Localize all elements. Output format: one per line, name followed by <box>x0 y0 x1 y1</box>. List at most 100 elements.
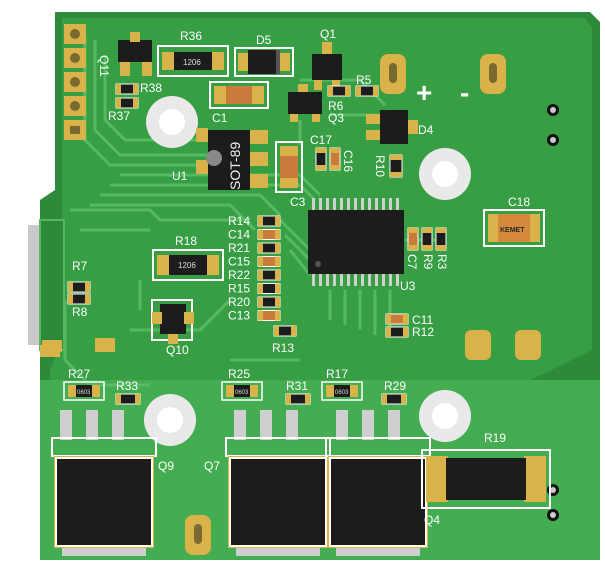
q9-mosfet <box>51 410 157 556</box>
pad <box>275 243 280 253</box>
label-c18: C18 <box>508 195 530 209</box>
label-r5: R5 <box>356 73 372 87</box>
pad <box>275 216 280 226</box>
u3-pin <box>326 274 329 286</box>
plus-symbol: + <box>416 77 432 108</box>
label-r7: R7 <box>72 259 88 273</box>
u3-pin <box>326 198 329 210</box>
silkscreen-labels: Q11 R36 D5 Q1 R38 R37 C1 R5 R6 Q3 D4 C17… <box>68 27 530 527</box>
u3-pin <box>368 274 371 286</box>
label-r33: R33 <box>116 379 138 393</box>
u3-pin <box>396 274 399 286</box>
r36-resistor <box>157 45 229 77</box>
u3-pin <box>361 274 364 286</box>
d4-diode <box>366 110 418 144</box>
r17-marking: 0603 <box>335 390 349 396</box>
label-r18: R18 <box>175 234 197 248</box>
label-q3: Q3 <box>328 111 344 125</box>
u3-pin <box>312 198 315 210</box>
c11-capacitor <box>385 313 409 325</box>
label-q9: Q9 <box>158 459 174 473</box>
c7-capacitor <box>407 227 419 251</box>
pad <box>275 297 280 307</box>
u3-pin <box>389 274 392 286</box>
r18-marking: 1206 <box>178 261 196 270</box>
u3-pin <box>319 198 322 210</box>
label-r13: R13 <box>272 341 294 355</box>
r31-resistor <box>285 393 311 405</box>
q3-transistor <box>288 84 322 122</box>
label-c11: C11 <box>412 313 433 327</box>
power-terminals <box>185 54 541 555</box>
label-q10: Q10 <box>166 343 189 357</box>
label-r9: R9 <box>421 254 435 270</box>
r5-resistor <box>355 85 379 97</box>
label-u1: U1 <box>172 169 188 183</box>
r10-resistor <box>389 154 403 178</box>
d5-diode <box>234 47 294 77</box>
pad <box>258 283 263 294</box>
r6-resistor <box>327 85 351 97</box>
r33-resistor <box>115 393 141 405</box>
u3-pin <box>382 198 385 210</box>
u3-pin <box>354 198 357 210</box>
label-r10: R10 <box>373 155 387 177</box>
r36-marking: 1206 <box>183 58 201 67</box>
label-r37: R37 <box>108 109 130 123</box>
minus-symbol: - <box>460 77 469 108</box>
label-r22: R22 <box>228 268 250 282</box>
label-d4: D4 <box>418 123 434 137</box>
u3-pin <box>347 274 350 286</box>
u3-pin <box>340 274 343 286</box>
r8-resistor <box>67 293 91 305</box>
label-r20: R20 <box>228 295 250 309</box>
u3-pin <box>354 274 357 286</box>
resistor-stack <box>257 215 281 321</box>
label-u3: U3 <box>400 279 416 293</box>
r12-resistor <box>385 326 409 338</box>
q7-mosfet <box>225 410 331 556</box>
q1-transistor <box>312 42 342 90</box>
pad <box>275 229 280 240</box>
q11-transistor <box>118 32 152 76</box>
c17-capacitor <box>315 147 327 171</box>
u3-pin <box>312 274 315 286</box>
c18-marking: KEMET <box>500 227 525 234</box>
pad <box>275 283 280 294</box>
mounting-holes <box>144 96 471 446</box>
label-r12: R12 <box>412 325 434 339</box>
u3-pin <box>375 198 378 210</box>
u3-pin <box>347 198 350 210</box>
label-q11: Q11 <box>97 55 111 77</box>
c1-capacitor <box>209 81 269 109</box>
u1-marking: SOT-89 <box>227 142 243 190</box>
r9-resistor <box>421 227 433 251</box>
label-r6: R6 <box>328 99 344 113</box>
c16-capacitor <box>329 147 341 171</box>
u1-regulator <box>196 128 268 190</box>
u3-pin <box>333 198 336 210</box>
label-r29: R29 <box>384 379 406 393</box>
label-c3: C3 <box>290 195 306 209</box>
r7-resistor <box>67 281 91 293</box>
r29-resistor <box>381 393 407 405</box>
c18-capacitor <box>483 209 545 247</box>
label-r31: R31 <box>286 379 308 393</box>
u3-pin <box>319 274 322 286</box>
pad <box>258 216 263 226</box>
r37-resistor <box>115 97 139 109</box>
label-c15: C15 <box>228 255 250 269</box>
pad <box>258 310 263 321</box>
label-q1: Q1 <box>320 27 336 41</box>
label-r36: R36 <box>180 29 202 43</box>
r25-marking: 0603 <box>235 390 249 396</box>
c3-capacitor <box>275 141 303 193</box>
label-c17: C17 <box>310 133 332 147</box>
q10-transistor <box>151 299 194 344</box>
pad <box>258 229 263 240</box>
u3-pin <box>396 198 399 210</box>
usb-connector <box>28 219 65 352</box>
